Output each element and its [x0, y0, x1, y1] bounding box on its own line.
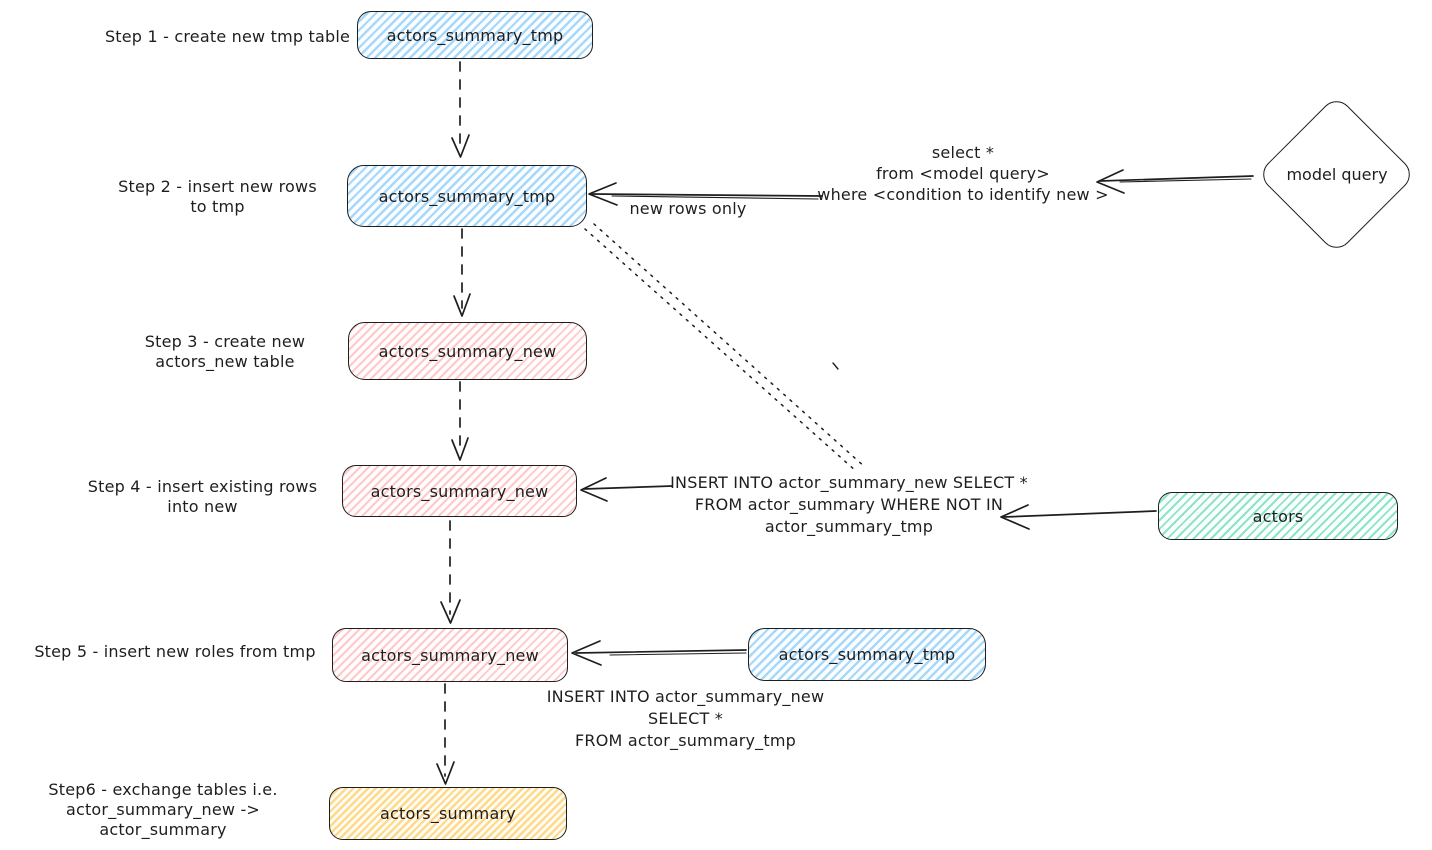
node-label: actors_summary_new: [370, 481, 549, 501]
node-actors-summary-tmp-step1[interactable]: actors_summary_tmp: [357, 11, 593, 59]
select-query-annotation: select * from <model query> where <condi…: [817, 143, 1109, 204]
arrow-model-query-to-text: [1096, 169, 1254, 194]
node-actors-summary-new-step5[interactable]: actors_summary_new: [332, 628, 568, 682]
node-label: actors: [1252, 506, 1304, 526]
insert-from-tmp-annotation: INSERT INTO actor_summary_new SELECT * F…: [546, 687, 825, 750]
arrow-step2-to-step3: [453, 228, 471, 317]
node-actors-summary-step6[interactable]: actors_summary: [329, 787, 567, 840]
arrow-tmp-to-step5: [571, 640, 747, 666]
arrow-query-to-step2: [588, 182, 823, 206]
node-actors-summary-new-step4[interactable]: actors_summary_new: [342, 465, 577, 517]
arrow-actors-to-text: [1000, 504, 1157, 530]
node-actors-summary-tmp-source[interactable]: actors_summary_tmp: [748, 628, 986, 681]
node-actors-summary-new-step3[interactable]: actors_summary_new: [348, 322, 587, 380]
arrow-step1-to-step2: [451, 61, 470, 158]
node-label: actors_summary_tmp: [378, 186, 556, 206]
node-label: actors_summary: [380, 804, 516, 823]
arrow-insert-existing-to-step4: [580, 477, 673, 502]
node-label: actors_summary_new: [361, 645, 539, 665]
arrow-step4-to-step5: [440, 520, 461, 624]
arrow-step5-to-step6: [436, 683, 455, 785]
step1-caption: Step 1 - create new tmp table: [104, 27, 351, 46]
step3-caption: Step 3 - create new actors_new table: [144, 332, 306, 371]
node-label: actors_summary_tmp: [386, 25, 564, 45]
step6-caption: Step6 - exchange tables i.e. actor_summa…: [48, 780, 278, 839]
node-label: actors_summary_tmp: [778, 645, 956, 664]
stray-mark: [832, 362, 839, 370]
dotted-link-step2-to-insert-text: [584, 223, 867, 473]
insert-existing-annotation: INSERT INTO actor_summary_new SELECT * F…: [670, 473, 1028, 536]
model-query-label: model query: [1286, 165, 1388, 184]
step4-caption: Step 4 - insert existing rows into new: [87, 477, 318, 516]
node-actors-summary-tmp-step2[interactable]: actors_summary_tmp: [347, 165, 587, 227]
node-actors[interactable]: actors: [1158, 492, 1398, 540]
node-label: actors_summary_new: [378, 341, 557, 361]
step5-caption: Step 5 - insert new roles from tmp: [34, 642, 316, 661]
step2-caption: Step 2 - insert new rows to tmp: [118, 177, 317, 216]
arrow-step3-to-step4: [451, 381, 469, 461]
new-rows-only-annotation: new rows only: [629, 199, 747, 218]
